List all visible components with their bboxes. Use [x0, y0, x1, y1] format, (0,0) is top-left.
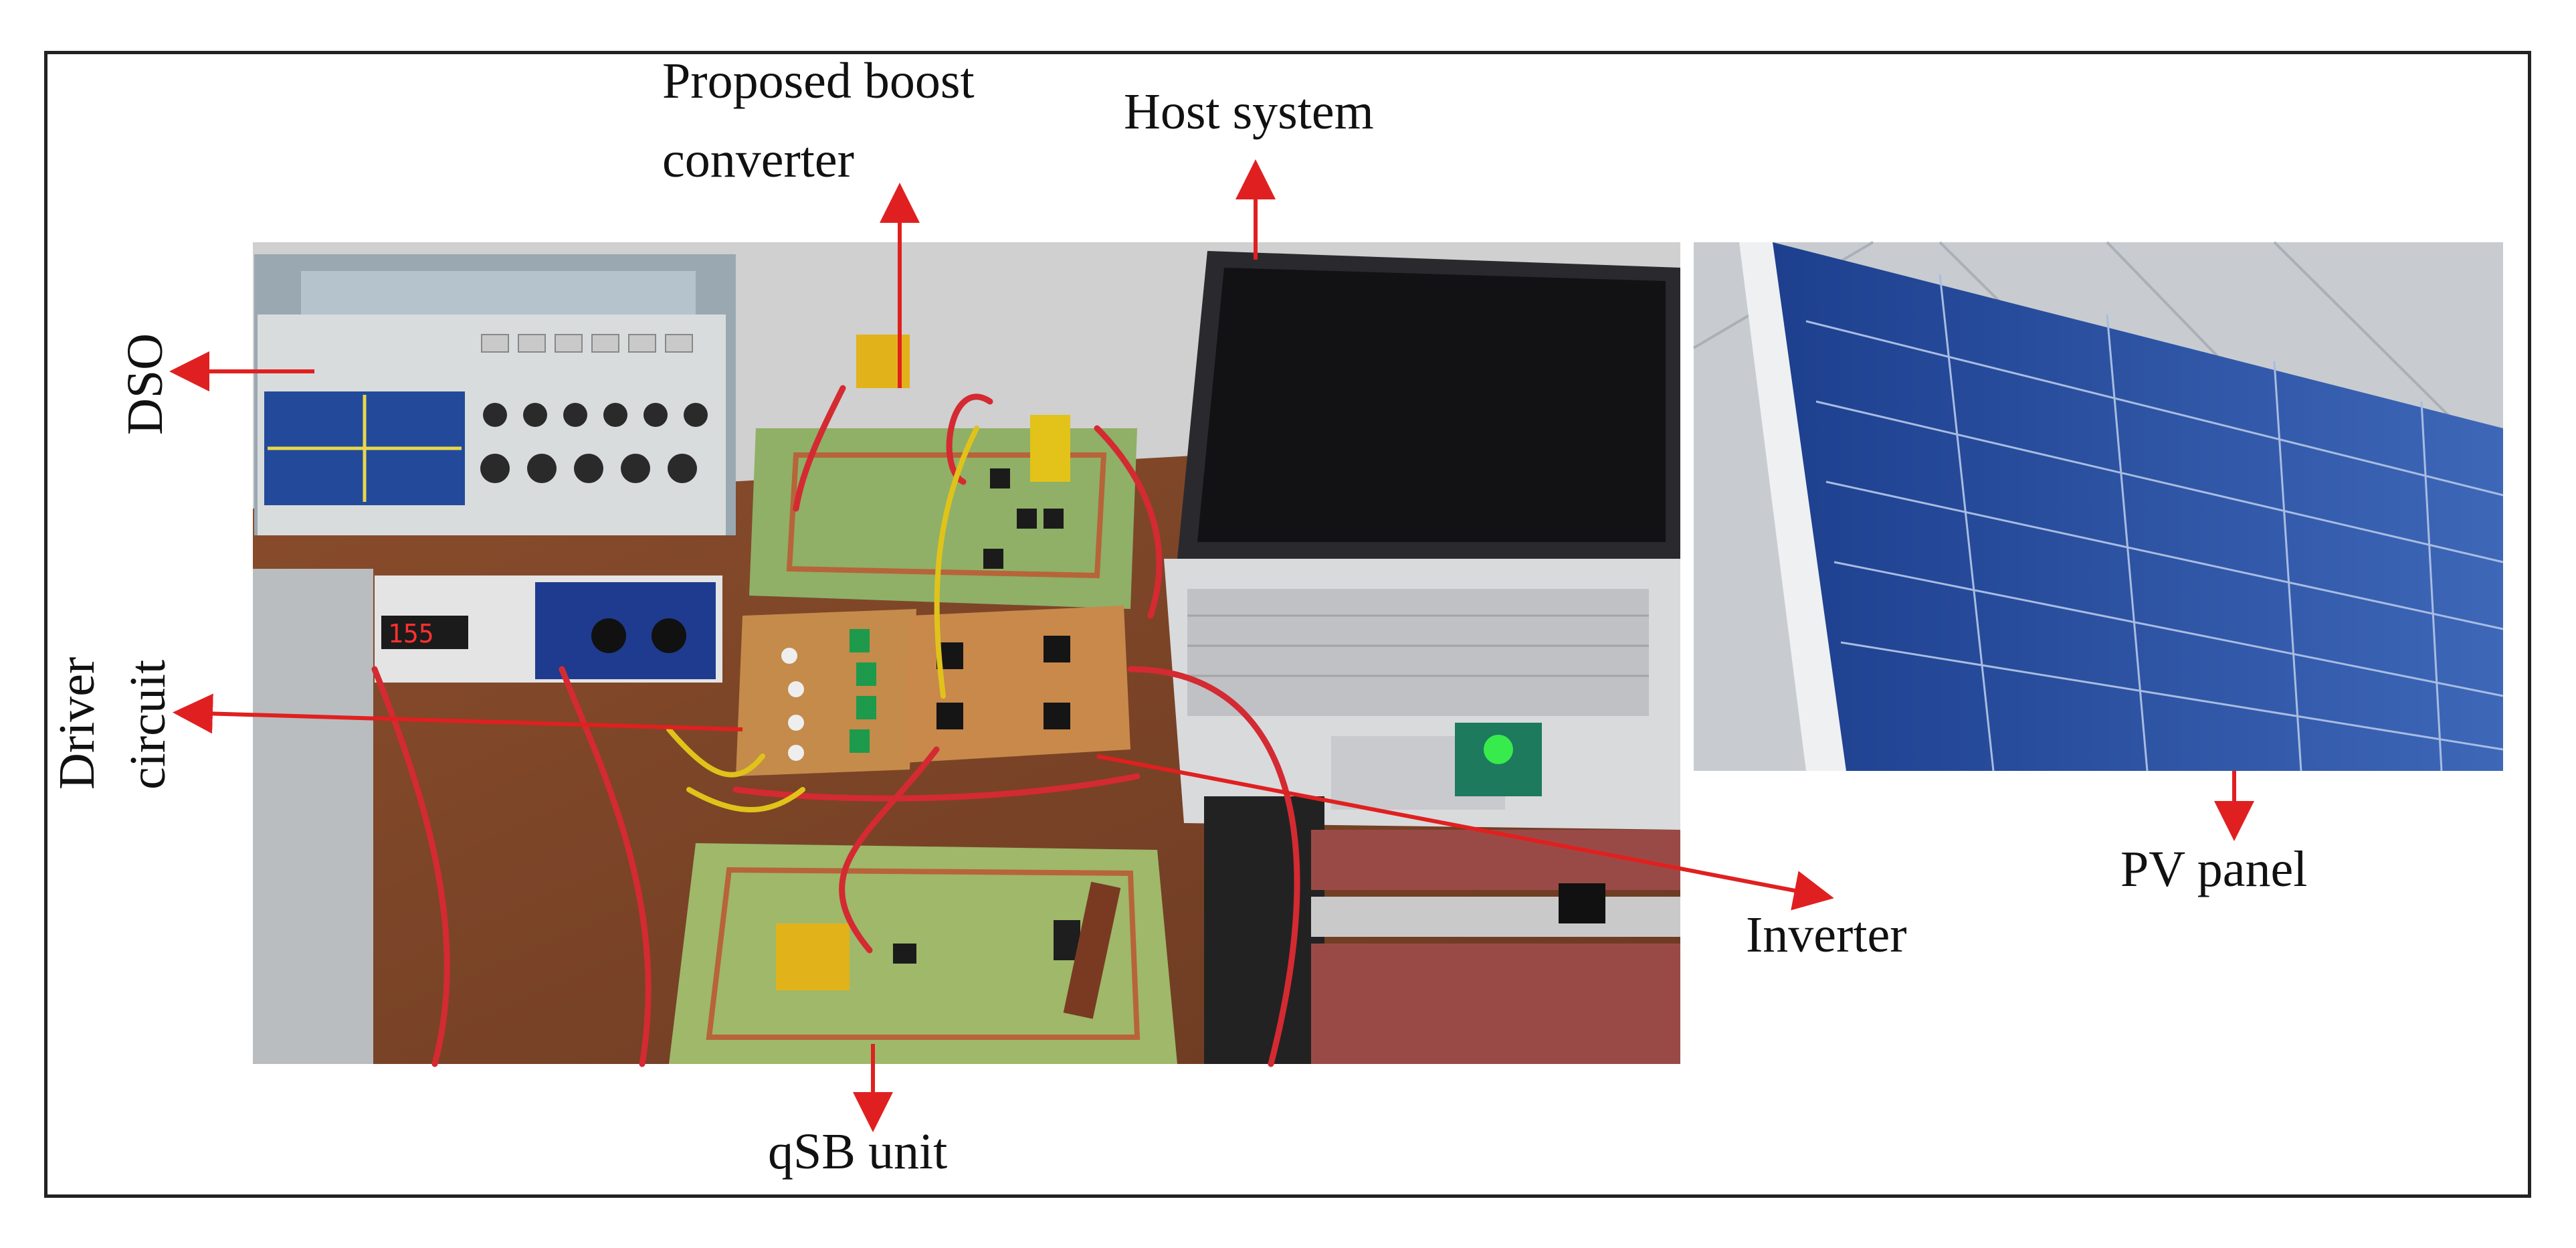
inverter-board	[903, 606, 1130, 763]
label-driver-line2: circuit	[120, 659, 176, 790]
red-wires	[371, 385, 1300, 1067]
label-proposed-boost-line1: Proposed boost	[662, 53, 975, 109]
driver-circuit-board	[736, 609, 916, 776]
arrow-inverter	[1096, 754, 1834, 911]
label-proposed-boost-line2: converter	[662, 132, 854, 188]
rheostat	[1204, 796, 1680, 1064]
label-host-system: Host system	[1124, 84, 1374, 140]
qsb-unit-board	[669, 843, 1177, 1064]
power-supply: 155	[375, 575, 722, 683]
label-qsb-unit: qSB unit	[768, 1124, 948, 1180]
label-driver-line1: Driver	[49, 656, 105, 790]
host-laptop	[1164, 251, 1680, 830]
label-inverter: Inverter	[1746, 907, 1907, 963]
lab-setup-photo: 155	[253, 242, 1680, 1067]
dso-oscilloscope	[254, 254, 736, 535]
pv-panel-photo	[1692, 241, 2504, 772]
yellow-wires	[666, 426, 979, 812]
svg-text:155: 155	[388, 619, 434, 648]
label-pv-panel: PV panel	[2120, 841, 2308, 897]
label-dso: DSO	[117, 333, 173, 435]
annotation-arrows	[169, 159, 2254, 1132]
arrow-driver	[173, 693, 743, 734]
